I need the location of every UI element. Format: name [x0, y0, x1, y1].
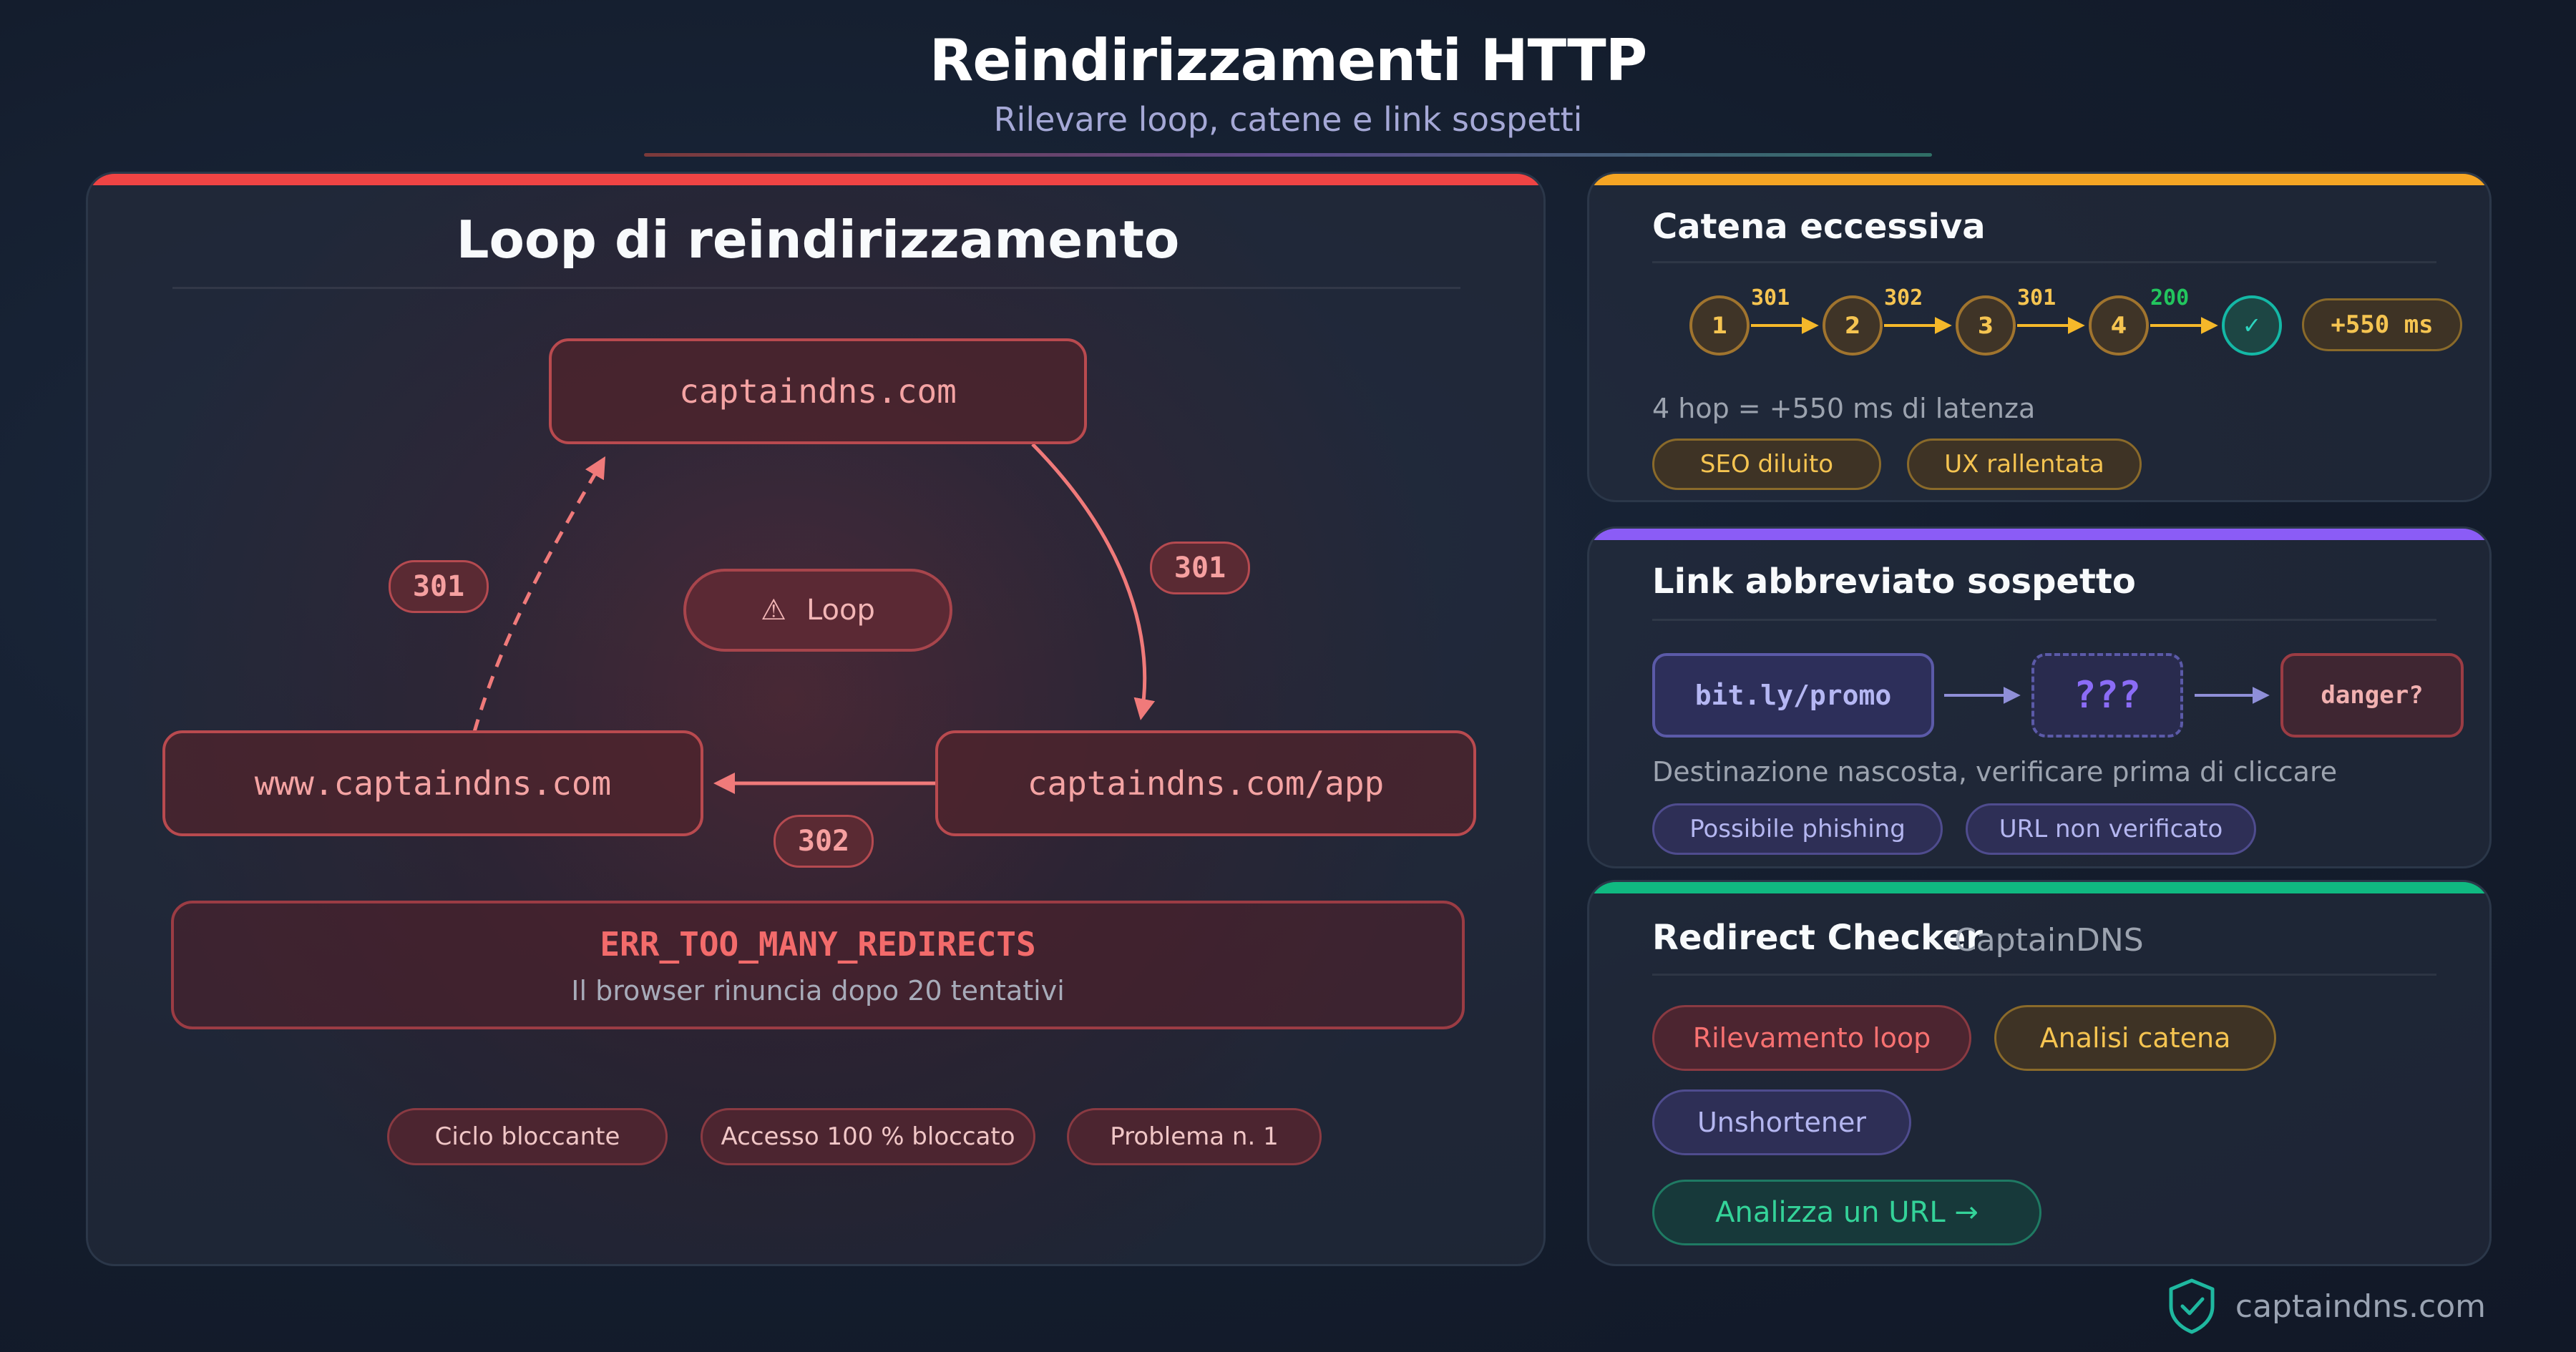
hop-code-1: 301: [1751, 285, 1790, 310]
tag-ux-rallentata: UX rallentata: [1907, 439, 2142, 490]
shortlink-panel-accent-bar: [1589, 529, 2489, 540]
node-captaindns: captaindns.com: [549, 338, 1087, 444]
checker-panel: Redirect Checker CaptainDNS Rilevamento …: [1587, 880, 2492, 1266]
latency-pill: +550 ms: [2302, 298, 2462, 351]
checker-panel-divider: [1652, 974, 2436, 976]
short-url-box: bit.ly/promo: [1652, 653, 1934, 738]
tag-problema-1: Problema n. 1: [1067, 1108, 1322, 1165]
footer-brand-label: captaindns.com: [2235, 1288, 2486, 1325]
node-www-captaindns: www.captaindns.com: [162, 730, 703, 836]
chain-panel-title: Catena eccessiva: [1652, 207, 1986, 247]
tag-url-non-verificato: URL non verificato: [1966, 803, 2256, 855]
hop-4: 4: [2089, 295, 2149, 356]
feature-analisi-catena[interactable]: Analisi catena: [1994, 1005, 2276, 1071]
error-description: Il browser rinuncia dopo 20 tentativi: [571, 975, 1065, 1006]
shield-check-icon: [2169, 1278, 2215, 1334]
loop-arrows: [472, 443, 1156, 794]
code-301-left: 301: [389, 560, 489, 613]
code-302-bottom: 302: [774, 815, 874, 868]
hop-code-3: 301: [2017, 285, 2057, 310]
loop-panel-title: Loop di reindirizzamento: [456, 210, 1180, 270]
footer-brand[interactable]: captaindns.com: [2167, 1278, 2486, 1335]
feature-rilevamento-loop[interactable]: Rilevamento loop: [1652, 1005, 1971, 1071]
chain-panel-divider: [1652, 261, 2436, 263]
shortlink-panel-title: Link abbreviato sospetto: [1652, 562, 2136, 602]
loop-badge-label: Loop: [806, 594, 875, 627]
loop-panel-divider: [172, 287, 1460, 289]
hop-1: 1: [1689, 295, 1750, 356]
page-title: Reindirizzamenti HTTP: [929, 27, 1648, 94]
chain-arrows: [1751, 317, 2218, 334]
shortlink-panel: Link abbreviato sospetto bit.ly/promo ??…: [1587, 526, 2492, 868]
arrow-left-to-top: [472, 456, 606, 733]
chain-panel-accent-bar: [1589, 174, 2489, 185]
code-301-right: 301: [1150, 542, 1250, 594]
title-divider: [644, 153, 1932, 157]
hop-2: 2: [1823, 295, 1883, 356]
hidden-destination-box: ???: [2031, 653, 2183, 738]
node-captaindns-app: captaindns.com/app: [935, 730, 1476, 836]
loop-panel-accent-bar: [88, 174, 1543, 185]
chain-description: 4 hop = +550 ms di latenza: [1652, 393, 2036, 424]
error-box: ERR_TOO_MANY_REDIRECTS Il browser rinunc…: [171, 901, 1465, 1029]
check-icon: ✓: [2222, 295, 2282, 356]
shortlink-panel-divider: [1652, 619, 2436, 621]
shortlink-arrows: [1944, 687, 2270, 704]
danger-destination-box: danger?: [2280, 653, 2464, 738]
tag-seo-diluito: SEO diluito: [1652, 439, 1881, 490]
warning-icon: ⚠: [761, 594, 786, 627]
checker-panel-accent-bar: [1589, 882, 2489, 893]
tag-possibile-phishing: Possibile phishing: [1652, 803, 1943, 855]
arrow-top-to-right: [1031, 443, 1156, 720]
tag-ciclo-bloccante: Ciclo bloccante: [387, 1108, 668, 1165]
page-subtitle: Rilevare loop, catene e link sospetti: [993, 100, 1583, 139]
shortlink-description: Destinazione nascosta, verificare prima …: [1652, 756, 2338, 788]
tag-accesso-bloccato: Accesso 100 % bloccato: [701, 1108, 1035, 1165]
chain-panel: Catena eccessiva 1 2 3 4 ✓ 301 302 301 2…: [1587, 172, 2492, 502]
checker-panel-title: Redirect Checker: [1652, 918, 1983, 958]
hop-code-2: 302: [1884, 285, 1923, 310]
error-code: ERR_TOO_MANY_REDIRECTS: [600, 925, 1036, 964]
loop-panel: Loop di reindirizzamento captaindns.com …: [86, 172, 1546, 1266]
analyze-url-button[interactable]: Analizza un URL →: [1652, 1180, 2041, 1245]
loop-badge: ⚠ Loop: [683, 569, 952, 652]
checker-brand: CaptainDNS: [1954, 922, 2144, 959]
hop-3: 3: [1956, 295, 2016, 356]
hop-code-4: 200: [2150, 285, 2190, 310]
feature-unshortener[interactable]: Unshortener: [1652, 1089, 1911, 1155]
